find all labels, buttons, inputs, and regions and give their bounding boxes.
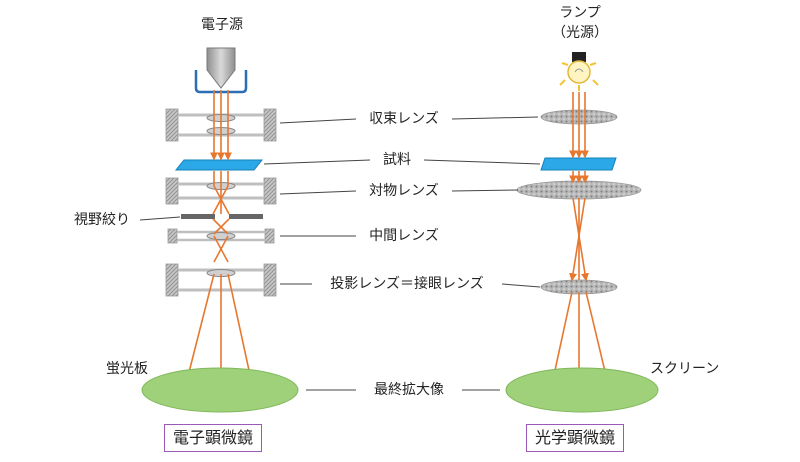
field-aperture	[181, 214, 263, 219]
em-electron-rays	[183, 90, 255, 386]
intermediate-lens-label: 中間レンズ	[369, 228, 439, 244]
label-connectors	[139, 116, 541, 391]
om-eyepiece-lens	[540, 279, 618, 295]
field-aperture-label: 視野絞り	[74, 212, 130, 228]
optical-microscope-caption: 光学顕微鏡	[526, 424, 625, 452]
screen-label: スクリーン	[650, 361, 720, 377]
electron-gun	[194, 47, 248, 94]
lamp-label: ランプ	[559, 5, 601, 21]
projector-eyepiece-lens-label: 投影レンズ＝接眼レンズ	[330, 276, 484, 292]
em-intermediate-lens	[167, 228, 275, 244]
om-objective-lens	[516, 180, 642, 200]
om-screen	[505, 367, 659, 413]
om-light-rays	[549, 92, 611, 386]
electron-source-label: 電子源	[201, 17, 243, 33]
fluorescent-screen-label: 蛍光板	[106, 361, 148, 377]
electron-microscope-caption: 電子顕微鏡	[164, 424, 263, 452]
light-source-label: （光源）	[552, 25, 608, 41]
objective-lens-label: 対物レンズ	[369, 183, 439, 199]
final-image-label: 最終拡大像	[374, 382, 444, 398]
em-fluorescent-screen	[141, 367, 299, 413]
specimen-label: 試料	[383, 152, 411, 168]
lamp-icon	[559, 52, 599, 91]
condenser-lens-label: 収束レンズ	[369, 111, 439, 127]
em-specimen	[174, 159, 264, 171]
om-specimen	[540, 157, 617, 171]
